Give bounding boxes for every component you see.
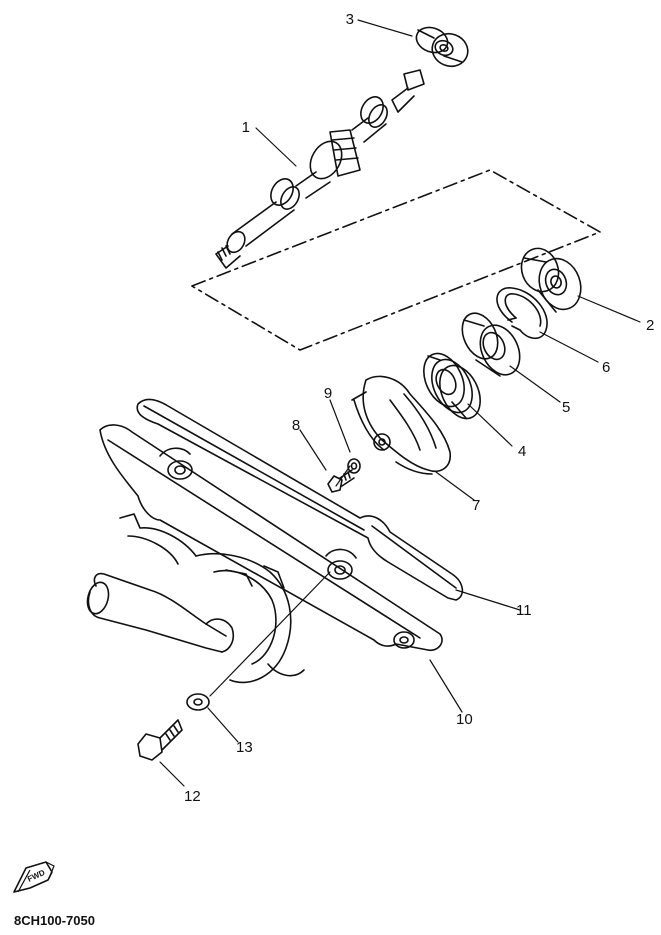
bolt-part[interactable] xyxy=(327,469,355,493)
callout-labels: 1 2 3 4 5 6 7 8 9 10 11 12 13 xyxy=(184,11,654,805)
reference-code: 8CH100-7050 xyxy=(14,913,95,928)
bearing-part[interactable] xyxy=(516,243,588,315)
callout-2: 2 xyxy=(646,317,654,334)
washer-part[interactable] xyxy=(347,458,361,474)
gasket-part[interactable] xyxy=(136,398,464,601)
lower-washer-part[interactable] xyxy=(186,693,210,711)
oil-seal-part[interactable] xyxy=(455,307,527,381)
bearing-top-part[interactable] xyxy=(413,23,473,71)
callout-1: 1 xyxy=(242,119,250,136)
impeller-shaft-part[interactable] xyxy=(215,69,425,269)
leader-lines xyxy=(159,19,641,787)
assembly-alignment-line xyxy=(191,169,601,351)
circlip-part[interactable] xyxy=(496,287,548,340)
callout-5: 5 xyxy=(562,399,570,416)
pump-body-part[interactable] xyxy=(84,513,305,684)
mechanical-seal-part[interactable] xyxy=(416,347,488,425)
callout-9: 9 xyxy=(324,385,332,402)
callout-11: 11 xyxy=(516,602,532,619)
fwd-arrow-icon: FWD xyxy=(13,861,55,893)
callout-10: 10 xyxy=(456,711,473,728)
callout-6: 6 xyxy=(602,359,610,376)
callout-3: 3 xyxy=(346,11,354,28)
pump-housing-cover-part[interactable] xyxy=(99,424,443,652)
callout-7: 7 xyxy=(472,497,480,514)
impeller-part[interactable] xyxy=(351,375,451,475)
callout-13: 13 xyxy=(236,739,253,756)
callout-8: 8 xyxy=(292,417,300,434)
callout-4: 4 xyxy=(518,443,526,460)
callout-12: 12 xyxy=(184,788,201,805)
lower-bolt-part[interactable] xyxy=(137,719,183,761)
assembly-guide-lines xyxy=(209,465,351,697)
